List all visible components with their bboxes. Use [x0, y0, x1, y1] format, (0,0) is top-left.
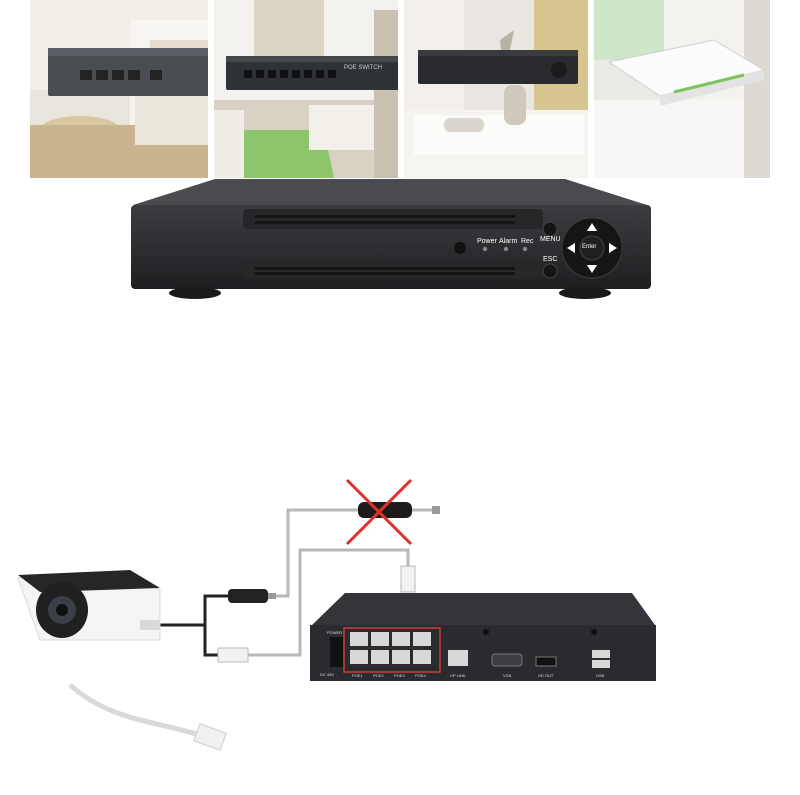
- usb-port-1: [592, 650, 610, 658]
- dvr-front-panel: Power Alarm Rec MENU ESC Enter: [125, 175, 655, 305]
- menu-label: MENU: [540, 236, 561, 243]
- esc-label: ESC: [543, 256, 558, 263]
- living-room-illustration: POE SWITCH: [214, 0, 398, 178]
- alarm-led: [503, 246, 509, 252]
- power-adapter-crossed: [358, 502, 440, 518]
- up-arrow-icon[interactable]: [587, 223, 597, 231]
- rec-led: [522, 246, 528, 252]
- uplink-label: UP LINK: [450, 673, 466, 678]
- dvr-device-small: [418, 50, 578, 84]
- vga-port: [491, 653, 523, 667]
- dc-power-connector: [228, 589, 276, 603]
- cross-mark-icon: [345, 478, 413, 546]
- nvr-dc-label: DC 48V: [320, 672, 335, 677]
- poe-port-group: [350, 632, 431, 664]
- nvr-power-label: POWER: [327, 630, 343, 635]
- usb-port-2: [592, 660, 610, 668]
- left-arrow-icon[interactable]: [567, 243, 575, 253]
- power-socket: [330, 637, 344, 667]
- camera-leads: [160, 594, 230, 657]
- dvr-body: [131, 179, 651, 299]
- switch-label: POE SWITCH: [344, 65, 382, 71]
- vga-label: VGA: [503, 673, 512, 678]
- right-foot: [559, 287, 611, 299]
- scene-dvr: [404, 0, 588, 178]
- scene-poe-switch-2: POE SWITCH: [214, 0, 398, 178]
- poe1-label: POE1: [352, 673, 363, 678]
- rj45-connector-nvr: [400, 565, 416, 593]
- poe-switch-device: POE SWITCH: [226, 56, 398, 90]
- poe-ports-highlight: [343, 627, 441, 673]
- left-foot: [169, 287, 221, 299]
- poe4-label: POE4: [415, 673, 426, 678]
- poe-switch-device: [48, 48, 208, 96]
- power-label: Power: [477, 238, 497, 245]
- enter-button[interactable]: [579, 235, 605, 261]
- ir-receiver: [454, 242, 466, 254]
- poe3-label: POE3: [394, 673, 405, 678]
- router-room-illustration: [594, 0, 770, 178]
- scene-poe-switch-1: [30, 0, 208, 178]
- loose-ethernet-cable: [68, 683, 227, 751]
- rj45-connector-camera: [217, 647, 249, 663]
- alarm-label: Alarm: [499, 238, 518, 245]
- hdmi-label: HD OUT: [538, 673, 554, 678]
- uplink-port: [448, 650, 468, 666]
- nvr-back-panel: [310, 593, 656, 681]
- esc-button[interactable]: [542, 263, 558, 279]
- enter-label: Enter: [582, 244, 597, 250]
- rec-label: Rec: [521, 238, 534, 245]
- hdmi-port: [535, 656, 557, 667]
- usb-label: USB: [596, 673, 605, 678]
- room-illustration: [30, 0, 208, 178]
- right-arrow-icon[interactable]: [609, 243, 617, 253]
- power-led: [482, 246, 488, 252]
- bedroom-illustration: [404, 0, 588, 178]
- bullet-camera: [17, 570, 161, 641]
- menu-button[interactable]: [542, 221, 558, 237]
- down-arrow-icon[interactable]: [587, 265, 597, 273]
- wifi-router-device: [607, 39, 766, 106]
- scene-router: [594, 0, 770, 178]
- poe2-label: POE2: [373, 673, 384, 678]
